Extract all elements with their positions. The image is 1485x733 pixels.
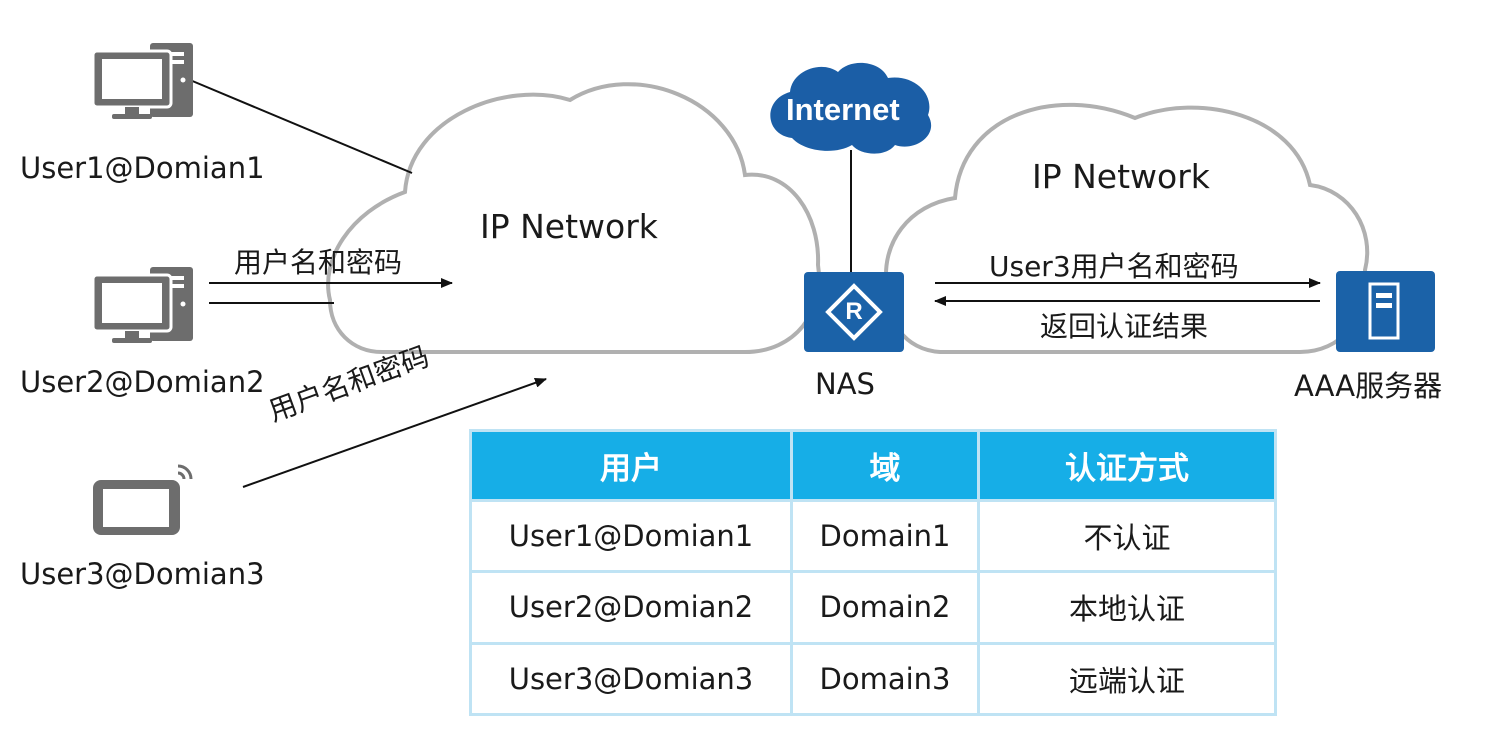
cell-auth-method: 本地认证	[977, 570, 1277, 645]
user3-label: User3@Domian3	[20, 557, 265, 591]
header-user: 用户	[469, 429, 793, 502]
user2-label: User2@Domian2	[20, 365, 265, 399]
wifi-icon	[177, 464, 193, 480]
cell-user: User3@Domian3	[469, 641, 793, 717]
router-glyph: R	[845, 298, 863, 325]
left-cloud-title: IP Network	[480, 207, 658, 246]
internet-cloud-icon	[770, 62, 932, 154]
aaa-server-label: AAA服务器	[1294, 369, 1443, 403]
cell-domain: Domain1	[790, 498, 980, 574]
cell-auth-method: 远端认证	[977, 641, 1277, 717]
server-icon	[1336, 271, 1435, 352]
ip-network-cloud-right	[884, 102, 1370, 354]
cell-user: User1@Domian1	[469, 498, 793, 574]
header-domain: 域	[790, 429, 980, 502]
right-cloud-title: IP Network	[1032, 157, 1210, 196]
table-row: User2@Domian2 Domain2 本地认证	[469, 570, 1277, 645]
domain-auth-table: 用户 域 认证方式 User1@Domian1 Domain1 不认证 User…	[469, 429, 1277, 717]
table-header-row: 用户 域 认证方式	[469, 429, 1277, 502]
tablet-icon	[93, 480, 180, 535]
cell-domain: Domain2	[790, 570, 980, 645]
aaa-to-nas-label: 返回认证结果	[1040, 310, 1209, 343]
internet-label: Internet	[786, 92, 900, 127]
user1-label: User1@Domian1	[20, 151, 265, 185]
cell-domain: Domain3	[790, 641, 980, 717]
cell-auth-method: 不认证	[977, 498, 1277, 574]
nas-label: NAS	[815, 367, 875, 401]
table-row: User3@Domian3 Domain3 远端认证	[469, 641, 1277, 717]
user1-link	[189, 79, 413, 174]
router-icon	[804, 272, 904, 352]
user2-credentials-label: 用户名和密码	[234, 246, 403, 279]
desktop-pc-icon	[91, 43, 193, 119]
desktop-pc-icon	[91, 267, 193, 343]
user3-arrow	[242, 377, 547, 488]
cell-user: User2@Domian2	[469, 570, 793, 645]
nas-to-aaa-label: User3用户名和密码	[989, 250, 1239, 283]
header-auth-method: 认证方式	[977, 429, 1277, 502]
table-row: User1@Domian1 Domain1 不认证	[469, 498, 1277, 574]
